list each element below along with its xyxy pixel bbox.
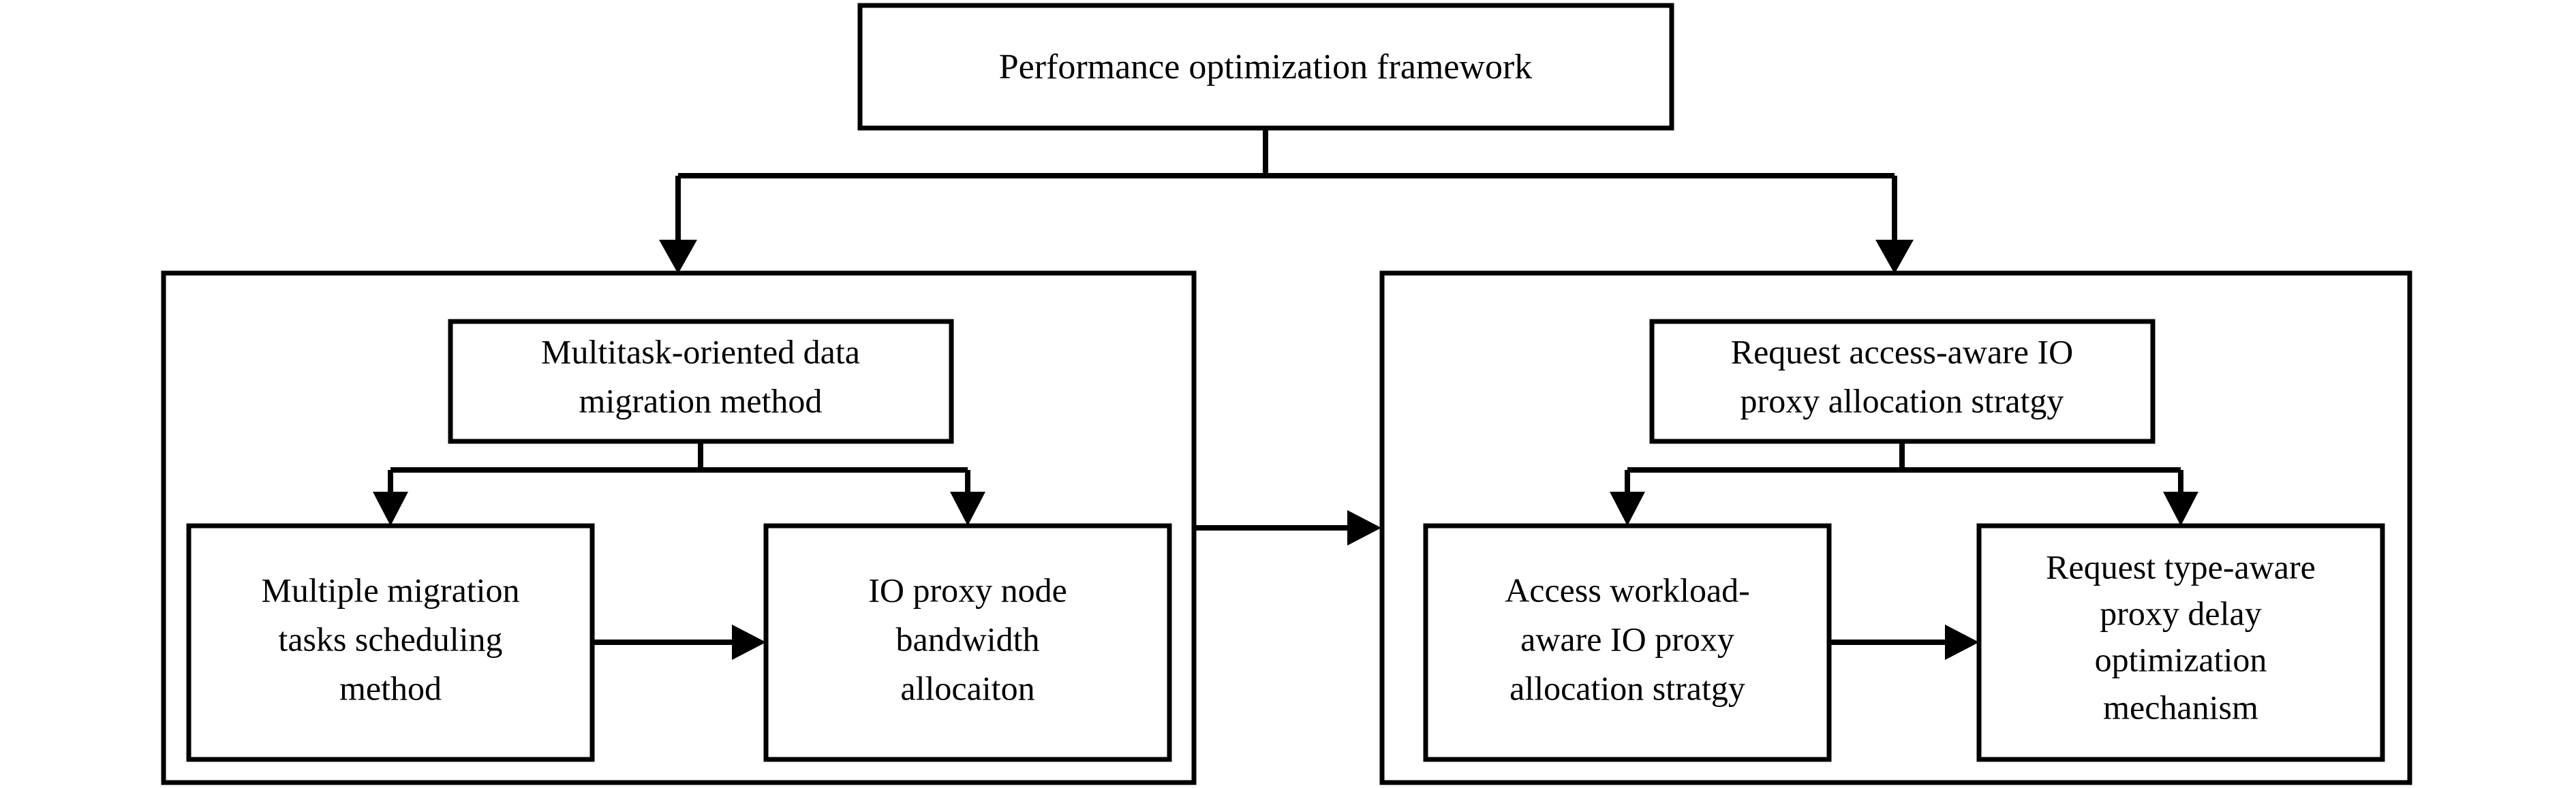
connector-left-group-to-right-group [1194,510,1381,546]
arrow-down-icon [373,492,408,526]
left-child-1-label-line2: tasks scheduling [278,620,502,658]
connector-left-child1-to-child2 [592,625,766,660]
left-group-head-label-line1: Multitask-oriented data [541,332,860,371]
right-group-head-box[interactable] [1649,319,2156,444]
left-child-1-label-line3: method [339,669,442,707]
right-child-2-box[interactable] [1976,523,2385,762]
right-child-2-label-line2: proxy delay [2100,594,2261,632]
arrow-down-icon [950,492,985,526]
right-child-1-label-line3: allocation stratgy [1509,669,1745,707]
left-child-2-label-line2: bandwidth [895,620,1039,658]
arrow-down-icon [659,240,697,274]
connector-left-head-to-children [373,441,985,526]
connector-right-head-to-children [1610,441,2198,526]
right-child-1-box[interactable] [1423,523,1832,762]
left-child-1-label-line1: Multiple migration [261,571,519,609]
right-child-2-label-line4: mechanism [2103,688,2258,726]
right-child-1-label-line2: aware IO proxy [1520,620,1734,658]
left-child-1-box[interactable] [186,523,595,762]
right-child-2-label-line3: optimization [2095,640,2267,678]
right-group-head-label-line2: proxy allocation stratgy [1741,381,2064,420]
arrow-right-icon [1347,510,1381,546]
right-child-1-label-line1: Access workload- [1505,571,1750,609]
left-group-head-label-line2: migration method [579,381,823,420]
left-child-2-label-line3: allocaiton [900,669,1034,707]
right-child-2-label-line1: Request type-aware [2046,548,2316,586]
arrow-down-icon [1610,492,1645,526]
left-child-2-label-line1: IO proxy node [868,571,1067,609]
right-group-container[interactable] [1379,270,2412,785]
root-box-label: Performance optimization framework [999,48,1533,86]
arrow-down-icon [2163,492,2198,526]
left-child-2-box[interactable] [763,523,1172,762]
arrow-right-icon [1945,625,1979,660]
root-box[interactable] [857,3,1674,131]
arrow-down-icon [1875,240,1914,274]
arrow-right-icon [732,625,766,660]
connector-root-to-groups [659,128,1914,274]
right-group-head-label-line1: Request access-aware IO [1731,332,2074,371]
connector-right-child1-to-child2 [1829,625,1979,660]
